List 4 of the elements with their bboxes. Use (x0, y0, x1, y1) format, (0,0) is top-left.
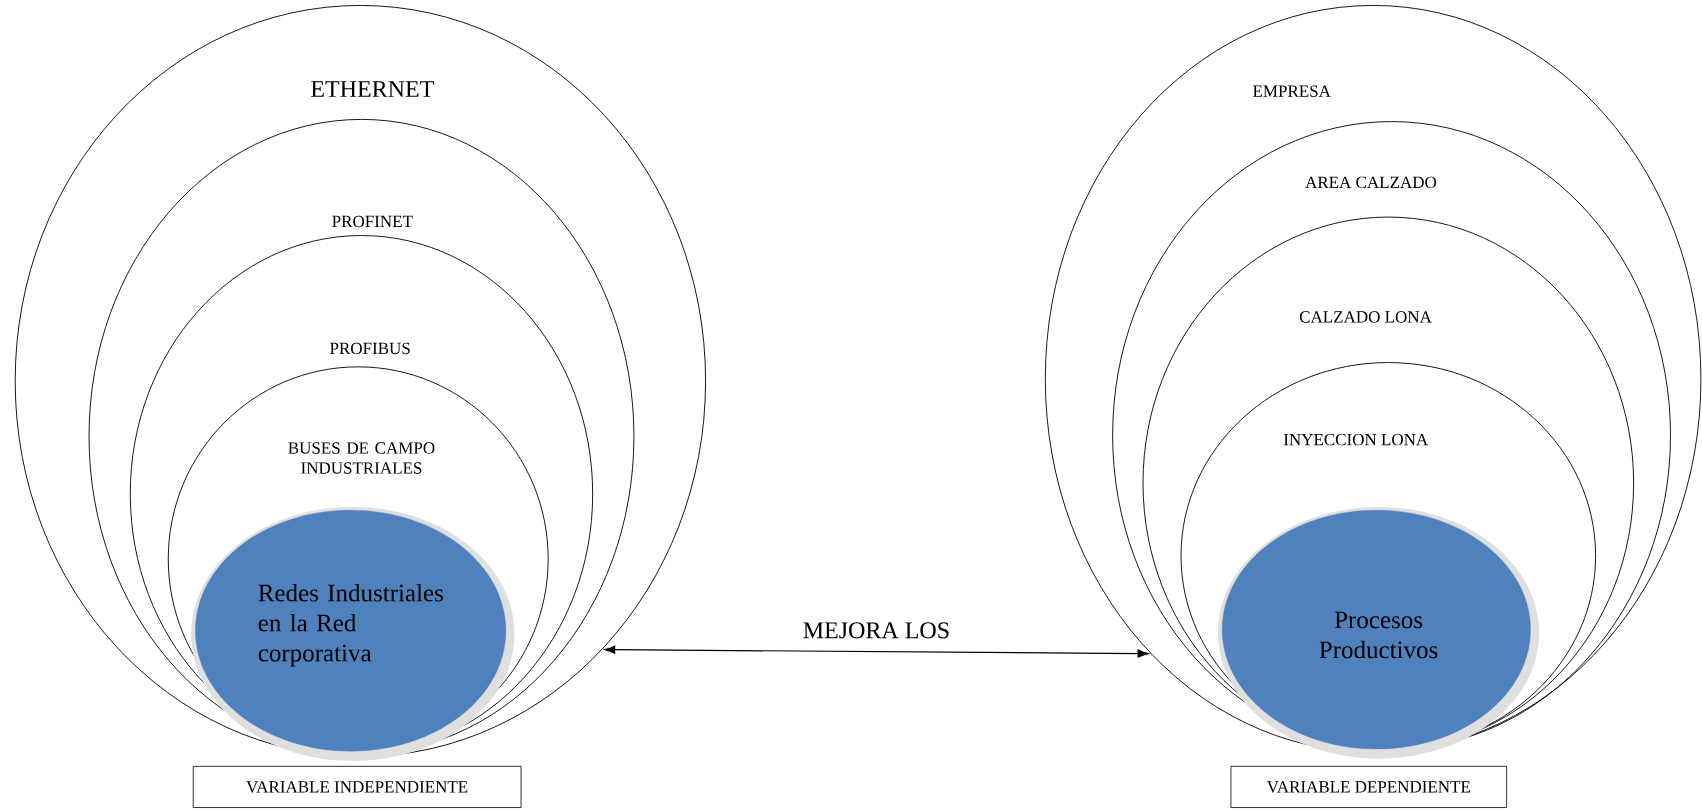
edge-label: MEJORA LOS (803, 622, 949, 639)
double-arrow (604, 645, 1149, 658)
variable-box: VARIABLE INDEPENDIENTE (192, 765, 522, 808)
variable-box: VARIABLE DEPENDIENTE (1230, 765, 1507, 808)
